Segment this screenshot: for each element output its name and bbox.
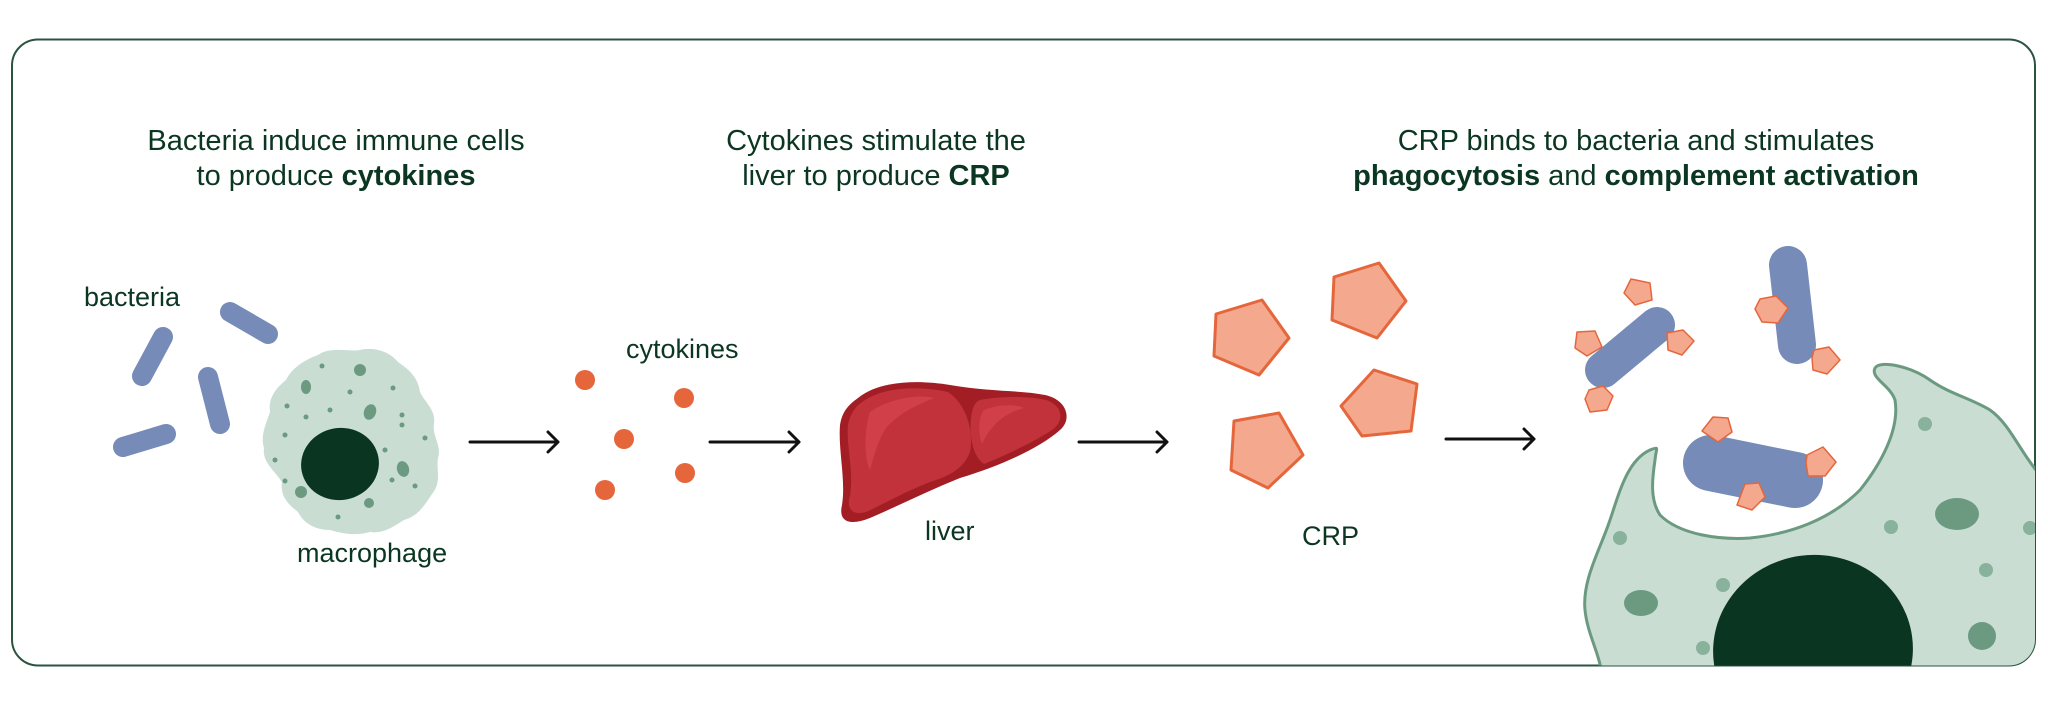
macrophage-nucleus	[301, 427, 379, 501]
organelle	[354, 364, 366, 376]
step4-heading: CRP binds to bacteria and stimulates pha…	[1353, 125, 1919, 192]
bacterium-icon	[1683, 435, 1823, 508]
organelle	[396, 461, 410, 477]
cytokine-icon	[595, 480, 615, 500]
step2-heading-line2-bold: CRP	[949, 160, 1010, 192]
crp-pentagon-icon	[1805, 446, 1837, 477]
crp-pentagon-icon	[1701, 416, 1733, 443]
crp-pentagon-icon	[1574, 330, 1603, 357]
organelle	[1696, 641, 1710, 655]
bacteria-label: bacteria	[84, 282, 181, 312]
crp-pentagon-icon	[1666, 329, 1695, 356]
organelle	[1935, 498, 1979, 530]
phagocyte-scene	[1583, 362, 2035, 666]
crp-pentagon-icon	[1212, 298, 1291, 377]
liver-label: liver	[925, 516, 975, 546]
organelle	[327, 407, 333, 413]
step2-heading-line2: liver to produce CRP	[742, 160, 1010, 192]
step1-heading: Bacteria induce immune cells to produce …	[147, 125, 524, 192]
organelle	[422, 435, 428, 441]
arrow-icon	[708, 430, 801, 454]
cytokine-icon	[575, 370, 595, 390]
step1-heading-line2: to produce cytokines	[197, 160, 476, 192]
organelle	[364, 498, 374, 508]
crp-pentagon-icon	[1584, 385, 1614, 413]
arrow-icon	[1077, 430, 1169, 454]
organelle	[319, 363, 325, 369]
step4-heading-line2: phagocytosis and complement activation	[1353, 160, 1919, 192]
diagram-frame	[11, 38, 2036, 667]
liver-icon	[839, 382, 1067, 522]
organelle	[382, 447, 388, 453]
organelle	[399, 422, 405, 428]
crp-pentagon-icon	[1623, 278, 1653, 306]
bacterium-icon	[220, 302, 278, 344]
macrophage-icon	[262, 348, 439, 535]
step1-heading-line2-bold: cytokines	[342, 160, 476, 192]
organelle	[272, 457, 278, 463]
liver-highlight	[979, 405, 1024, 444]
crp-pentagon-icon	[1811, 346, 1841, 375]
organelle	[1968, 622, 1996, 650]
step2-heading-line1: Cytokines stimulate the	[726, 125, 1026, 157]
crp-group	[1212, 261, 1419, 490]
cytokines-label: cytokines	[626, 334, 739, 364]
bacterium-icon	[132, 327, 173, 386]
step1-heading-line2-prefix: to produce	[197, 160, 342, 192]
crp-pentagon-icon	[1736, 482, 1766, 511]
organelle	[399, 412, 405, 418]
organelle	[389, 477, 395, 483]
step4-heading-mid: and	[1540, 160, 1605, 192]
cytokine-icon	[674, 388, 694, 408]
crp-pentagon-icon	[1330, 261, 1408, 340]
bacterium-icon	[113, 424, 176, 457]
organelle	[282, 478, 288, 484]
organelle	[1884, 520, 1898, 534]
step2-heading: Cytokines stimulate the liver to produce…	[726, 125, 1026, 192]
cytokines-group	[575, 370, 695, 500]
organelle	[301, 380, 311, 394]
cytokine-icon	[614, 429, 634, 449]
organelle	[347, 389, 353, 395]
bacterium-icon	[1769, 246, 1816, 364]
bacteria-group	[113, 302, 278, 457]
arrow-icon	[468, 430, 560, 454]
bound-bacterium-2	[1754, 246, 1841, 375]
macrophage-label: macrophage	[297, 538, 447, 568]
bound-bacterium-3	[1683, 416, 1837, 511]
organelle	[363, 404, 377, 420]
organelle	[295, 486, 307, 498]
liver-highlight	[865, 396, 934, 470]
organelle	[1979, 563, 1993, 577]
arrow-icon	[1444, 427, 1536, 451]
organelle	[390, 385, 396, 391]
organelle	[1613, 531, 1627, 545]
step1-heading-line1: Bacteria induce immune cells	[147, 125, 524, 157]
organelle	[1918, 417, 1932, 431]
bound-bacterium-1	[1574, 278, 1695, 413]
crp-pentagon-icon	[1339, 368, 1419, 438]
organelle	[335, 514, 341, 520]
crp-pentagon-icon	[1754, 295, 1789, 324]
step4-heading-line1: CRP binds to bacteria and stimulates	[1398, 125, 1875, 157]
organelle	[1716, 578, 1730, 592]
crp-pentagon-icon	[1229, 411, 1305, 490]
organelle	[2023, 521, 2035, 535]
phagocyte-body	[1583, 362, 2035, 666]
organelle	[412, 483, 418, 489]
cytokine-icon	[675, 463, 695, 483]
step2-heading-line2-prefix: liver to produce	[742, 160, 948, 192]
organelle	[282, 432, 288, 438]
step4-heading-bold-phagocytosis: phagocytosis	[1353, 160, 1540, 192]
organelle	[303, 414, 309, 420]
organelle	[284, 403, 290, 409]
bacterium-icon	[198, 367, 230, 434]
crp-label: CRP	[1302, 521, 1359, 551]
organelle	[1624, 590, 1658, 616]
phagocyte-nucleus	[1713, 554, 1913, 666]
bacterium-icon	[1585, 307, 1675, 388]
step4-heading-bold-complement: complement activation	[1605, 160, 1919, 192]
